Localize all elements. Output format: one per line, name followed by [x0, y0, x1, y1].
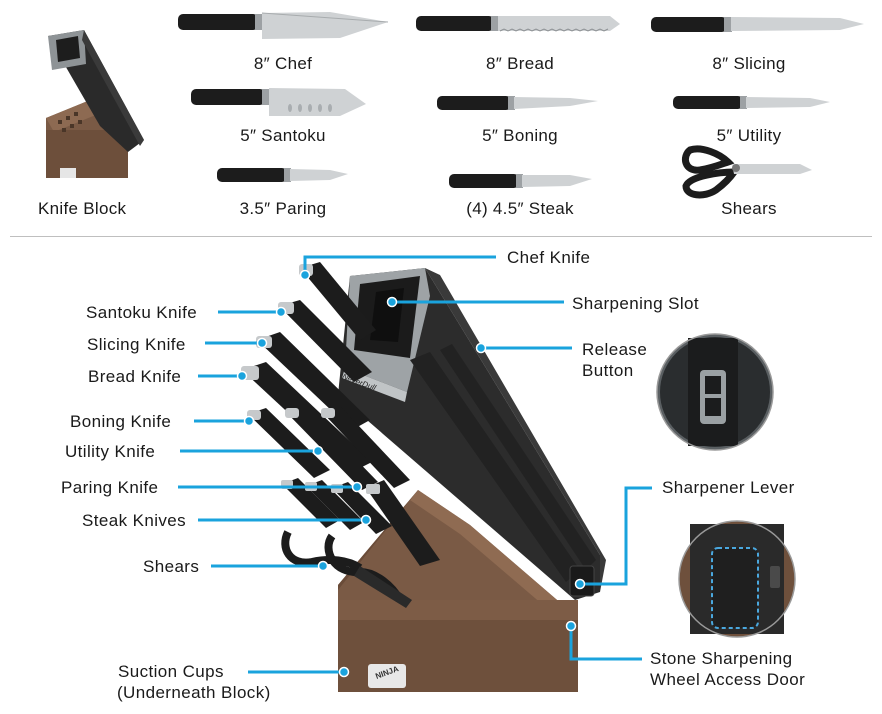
callout-santoku-knife: Santoku Knife	[86, 303, 198, 322]
callout-release-button-line2: Button	[582, 361, 634, 380]
callout-stone-door-line2: Wheel Access Door	[650, 670, 806, 689]
callout-lines	[178, 255, 652, 674]
grid-label-utility: 5″ Utility	[716, 126, 782, 145]
grid-label-santoku: 5″ Santoku	[240, 126, 326, 145]
grid-label-slicing: 8″ Slicing	[712, 54, 786, 73]
callout-suction-cups-line2: (Underneath Block)	[117, 683, 271, 702]
shears-icon	[681, 145, 812, 199]
utility-knife-icon	[673, 96, 830, 109]
paring-knife-icon	[217, 168, 348, 182]
callout-shears: Shears	[143, 557, 200, 576]
callout-utility-knife: Utility Knife	[65, 442, 156, 461]
section-divider	[10, 236, 872, 237]
chef-knife-icon	[178, 12, 389, 39]
grid-label-chef: 8″ Chef	[253, 54, 313, 73]
callout-chef-knife: Chef Knife	[507, 248, 591, 267]
callout-bread-knife: Bread Knife	[88, 367, 182, 386]
callout-suction-cups-line1: Suction Cups	[118, 662, 224, 681]
callout-dots	[236, 269, 586, 678]
grid-label-shears: Shears	[721, 199, 777, 218]
callout-paring-knife: Paring Knife	[61, 478, 159, 497]
mini-knife-block-icon	[46, 30, 144, 178]
stone-door-inset	[678, 520, 796, 638]
block-shears	[281, 530, 412, 608]
grid-label-paring: 3.5″ Paring	[239, 199, 327, 218]
steak-knife-icon	[449, 174, 592, 188]
callout-steak-knives: Steak Knives	[82, 511, 187, 530]
slicing-knife-icon	[651, 17, 864, 32]
knife-icons	[178, 12, 864, 199]
grid-label-steak: (4) 4.5″ Steak	[466, 199, 574, 218]
santoku-knife-icon	[191, 88, 366, 116]
release-button-inset	[656, 333, 774, 451]
grid-label-bread: 8″ Bread	[486, 54, 554, 73]
callout-stone-door-line1: Stone Sharpening	[650, 649, 793, 668]
callout-sharpener-lever: Sharpener Lever	[662, 478, 795, 497]
callout-slicing-knife: Slicing Knife	[87, 335, 186, 354]
grid-label-boning: 5″ Boning	[482, 126, 558, 145]
callout-boning-knife: Boning Knife	[70, 412, 172, 431]
callout-sharpening-slot: Sharpening Slot	[572, 294, 699, 313]
bread-knife-icon	[416, 16, 620, 32]
sharpener-module	[338, 268, 606, 600]
boning-knife-icon	[437, 96, 598, 110]
block-label: Knife Block	[38, 199, 127, 218]
callout-release-button-line1: Release	[582, 340, 648, 359]
